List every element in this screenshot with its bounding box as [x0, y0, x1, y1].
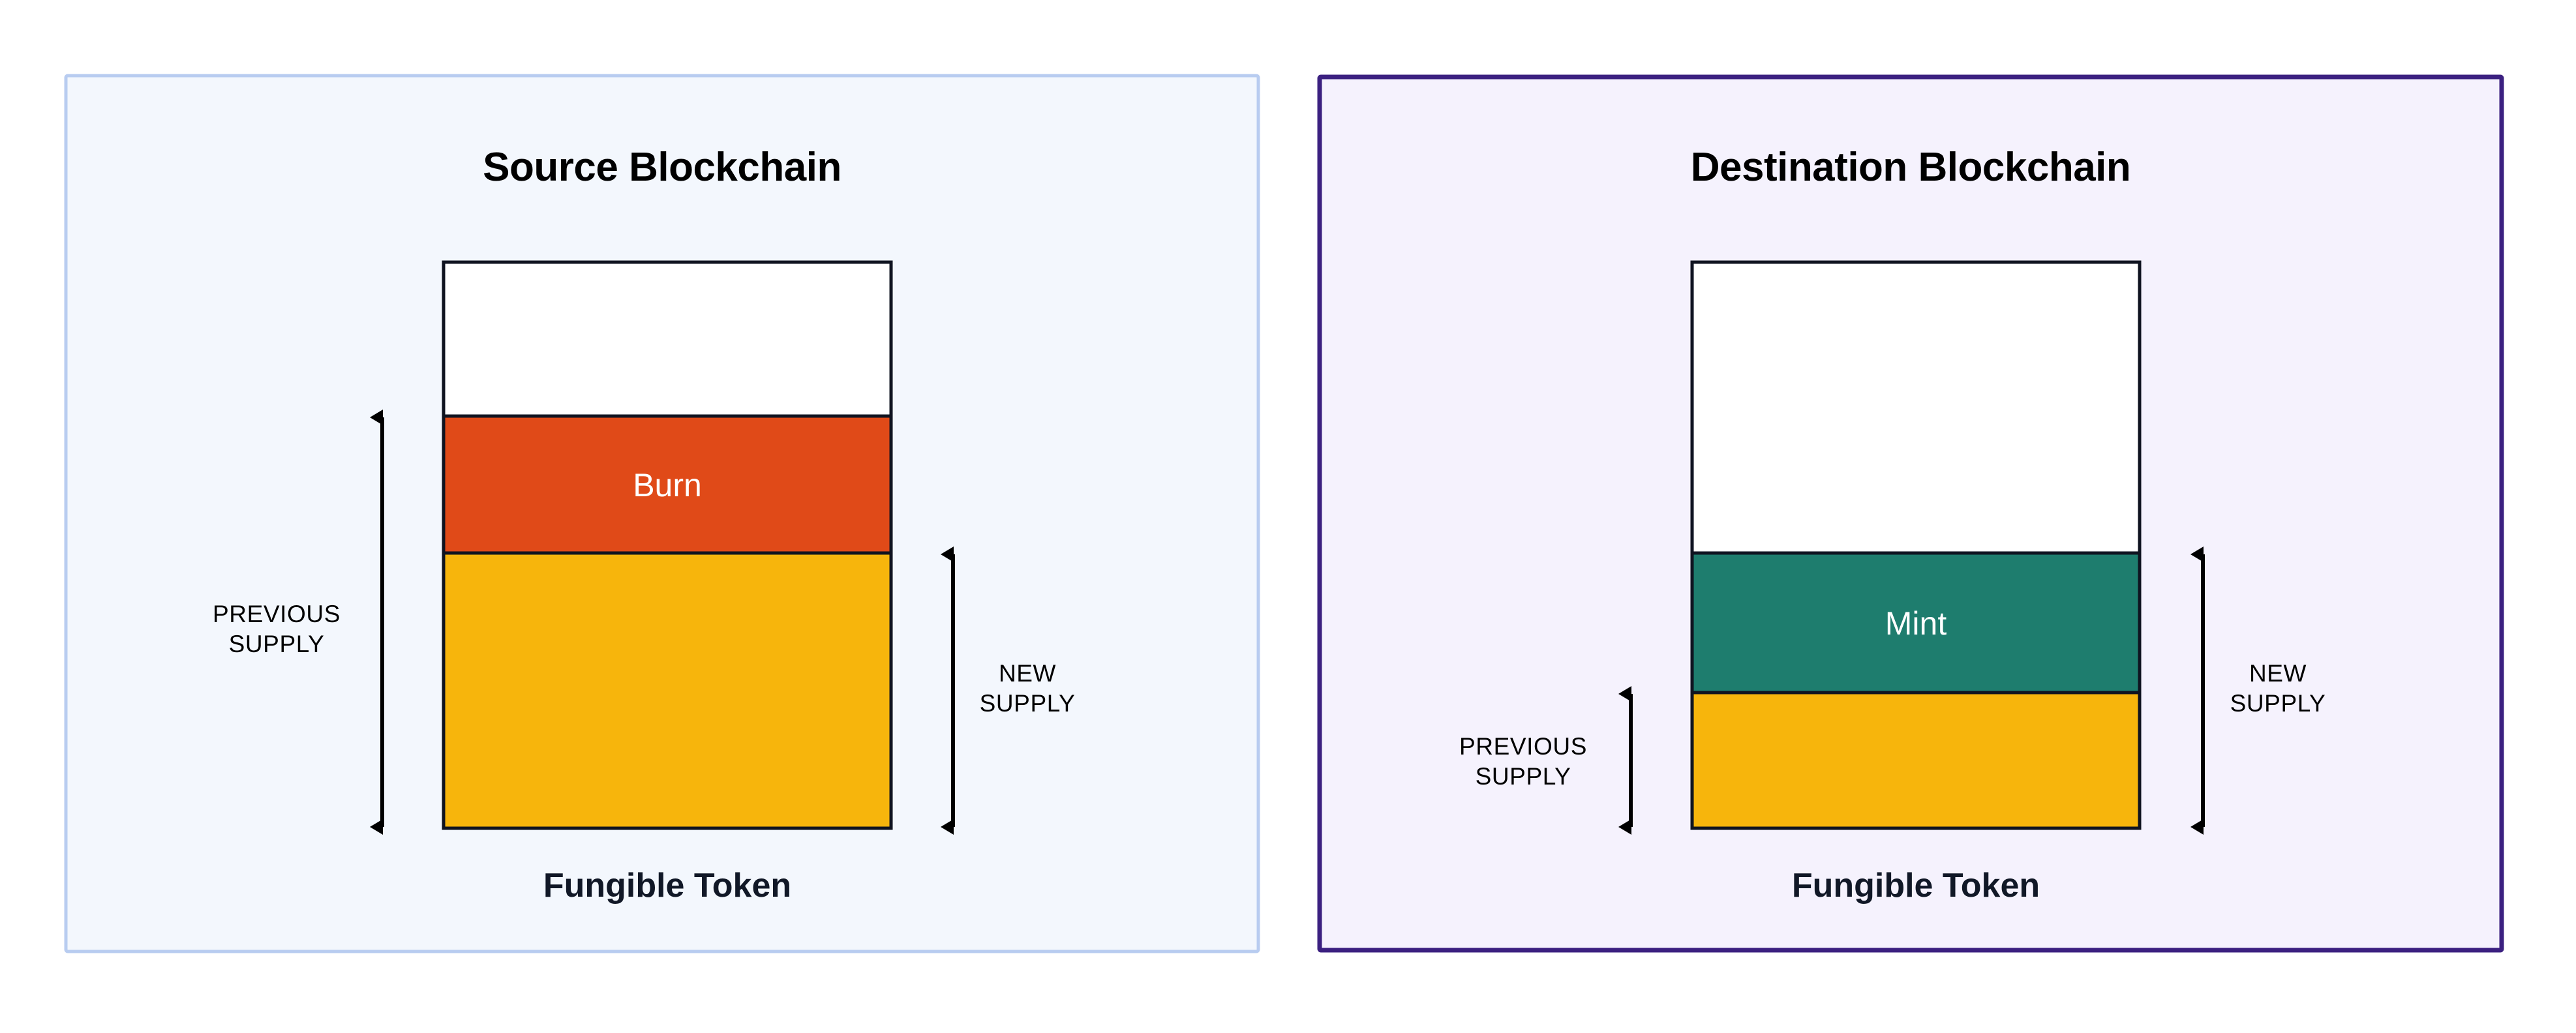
destination-panel: Destination Blockchain Mint PREVIOUS SUP… — [1317, 74, 2504, 953]
destination-previous-supply-measure: PREVIOUS SUPPLY — [1459, 686, 1633, 835]
source-bar-segment-supply — [442, 551, 893, 830]
destination-footer-label: Fungible Token — [1792, 867, 2040, 905]
source-panel: Source Blockchain Burn PREVIOUS SUPPLY N… — [64, 74, 1260, 953]
source-previous-supply-measure: PREVIOUS SUPPLY — [213, 410, 384, 835]
destination-bar-segment-mint — [1690, 551, 2142, 695]
destination-new-supply-label-line1: NEW — [2249, 660, 2307, 687]
source-new-supply-measure: NEW SUPPLY — [941, 546, 1076, 835]
source-previous-supply-label-line2: SUPPLY — [229, 631, 325, 657]
source-bar-segment-empty — [442, 260, 893, 418]
source-new-supply-label-line1: NEW — [999, 660, 1056, 687]
destination-new-supply-label-line2: SUPPLY — [2230, 690, 2326, 717]
destination-bar-segment-empty — [1690, 260, 2142, 555]
destination-bar-segment-supply — [1690, 691, 2142, 830]
source-new-supply-label-line2: SUPPLY — [980, 690, 1076, 717]
source-previous-supply-label-line1: PREVIOUS — [213, 601, 341, 627]
destination-token-supply-bar: Mint — [1690, 260, 2142, 830]
destination-previous-supply-label-line1: PREVIOUS — [1459, 733, 1587, 760]
source-bar-segment-burn — [442, 414, 893, 555]
source-bar-segment-burn-label: Burn — [633, 467, 702, 503]
destination-bar-segment-mint-label: Mint — [1885, 605, 1947, 642]
source-footer-label: Fungible Token — [543, 867, 791, 905]
destination-panel-title: Destination Blockchain — [1691, 145, 2131, 190]
source-panel-title: Source Blockchain — [483, 145, 841, 190]
source-token-supply-bar: Burn — [442, 260, 893, 830]
destination-previous-supply-label-line2: SUPPLY — [1476, 763, 1571, 790]
destination-new-supply-measure: NEW SUPPLY — [2190, 546, 2326, 835]
